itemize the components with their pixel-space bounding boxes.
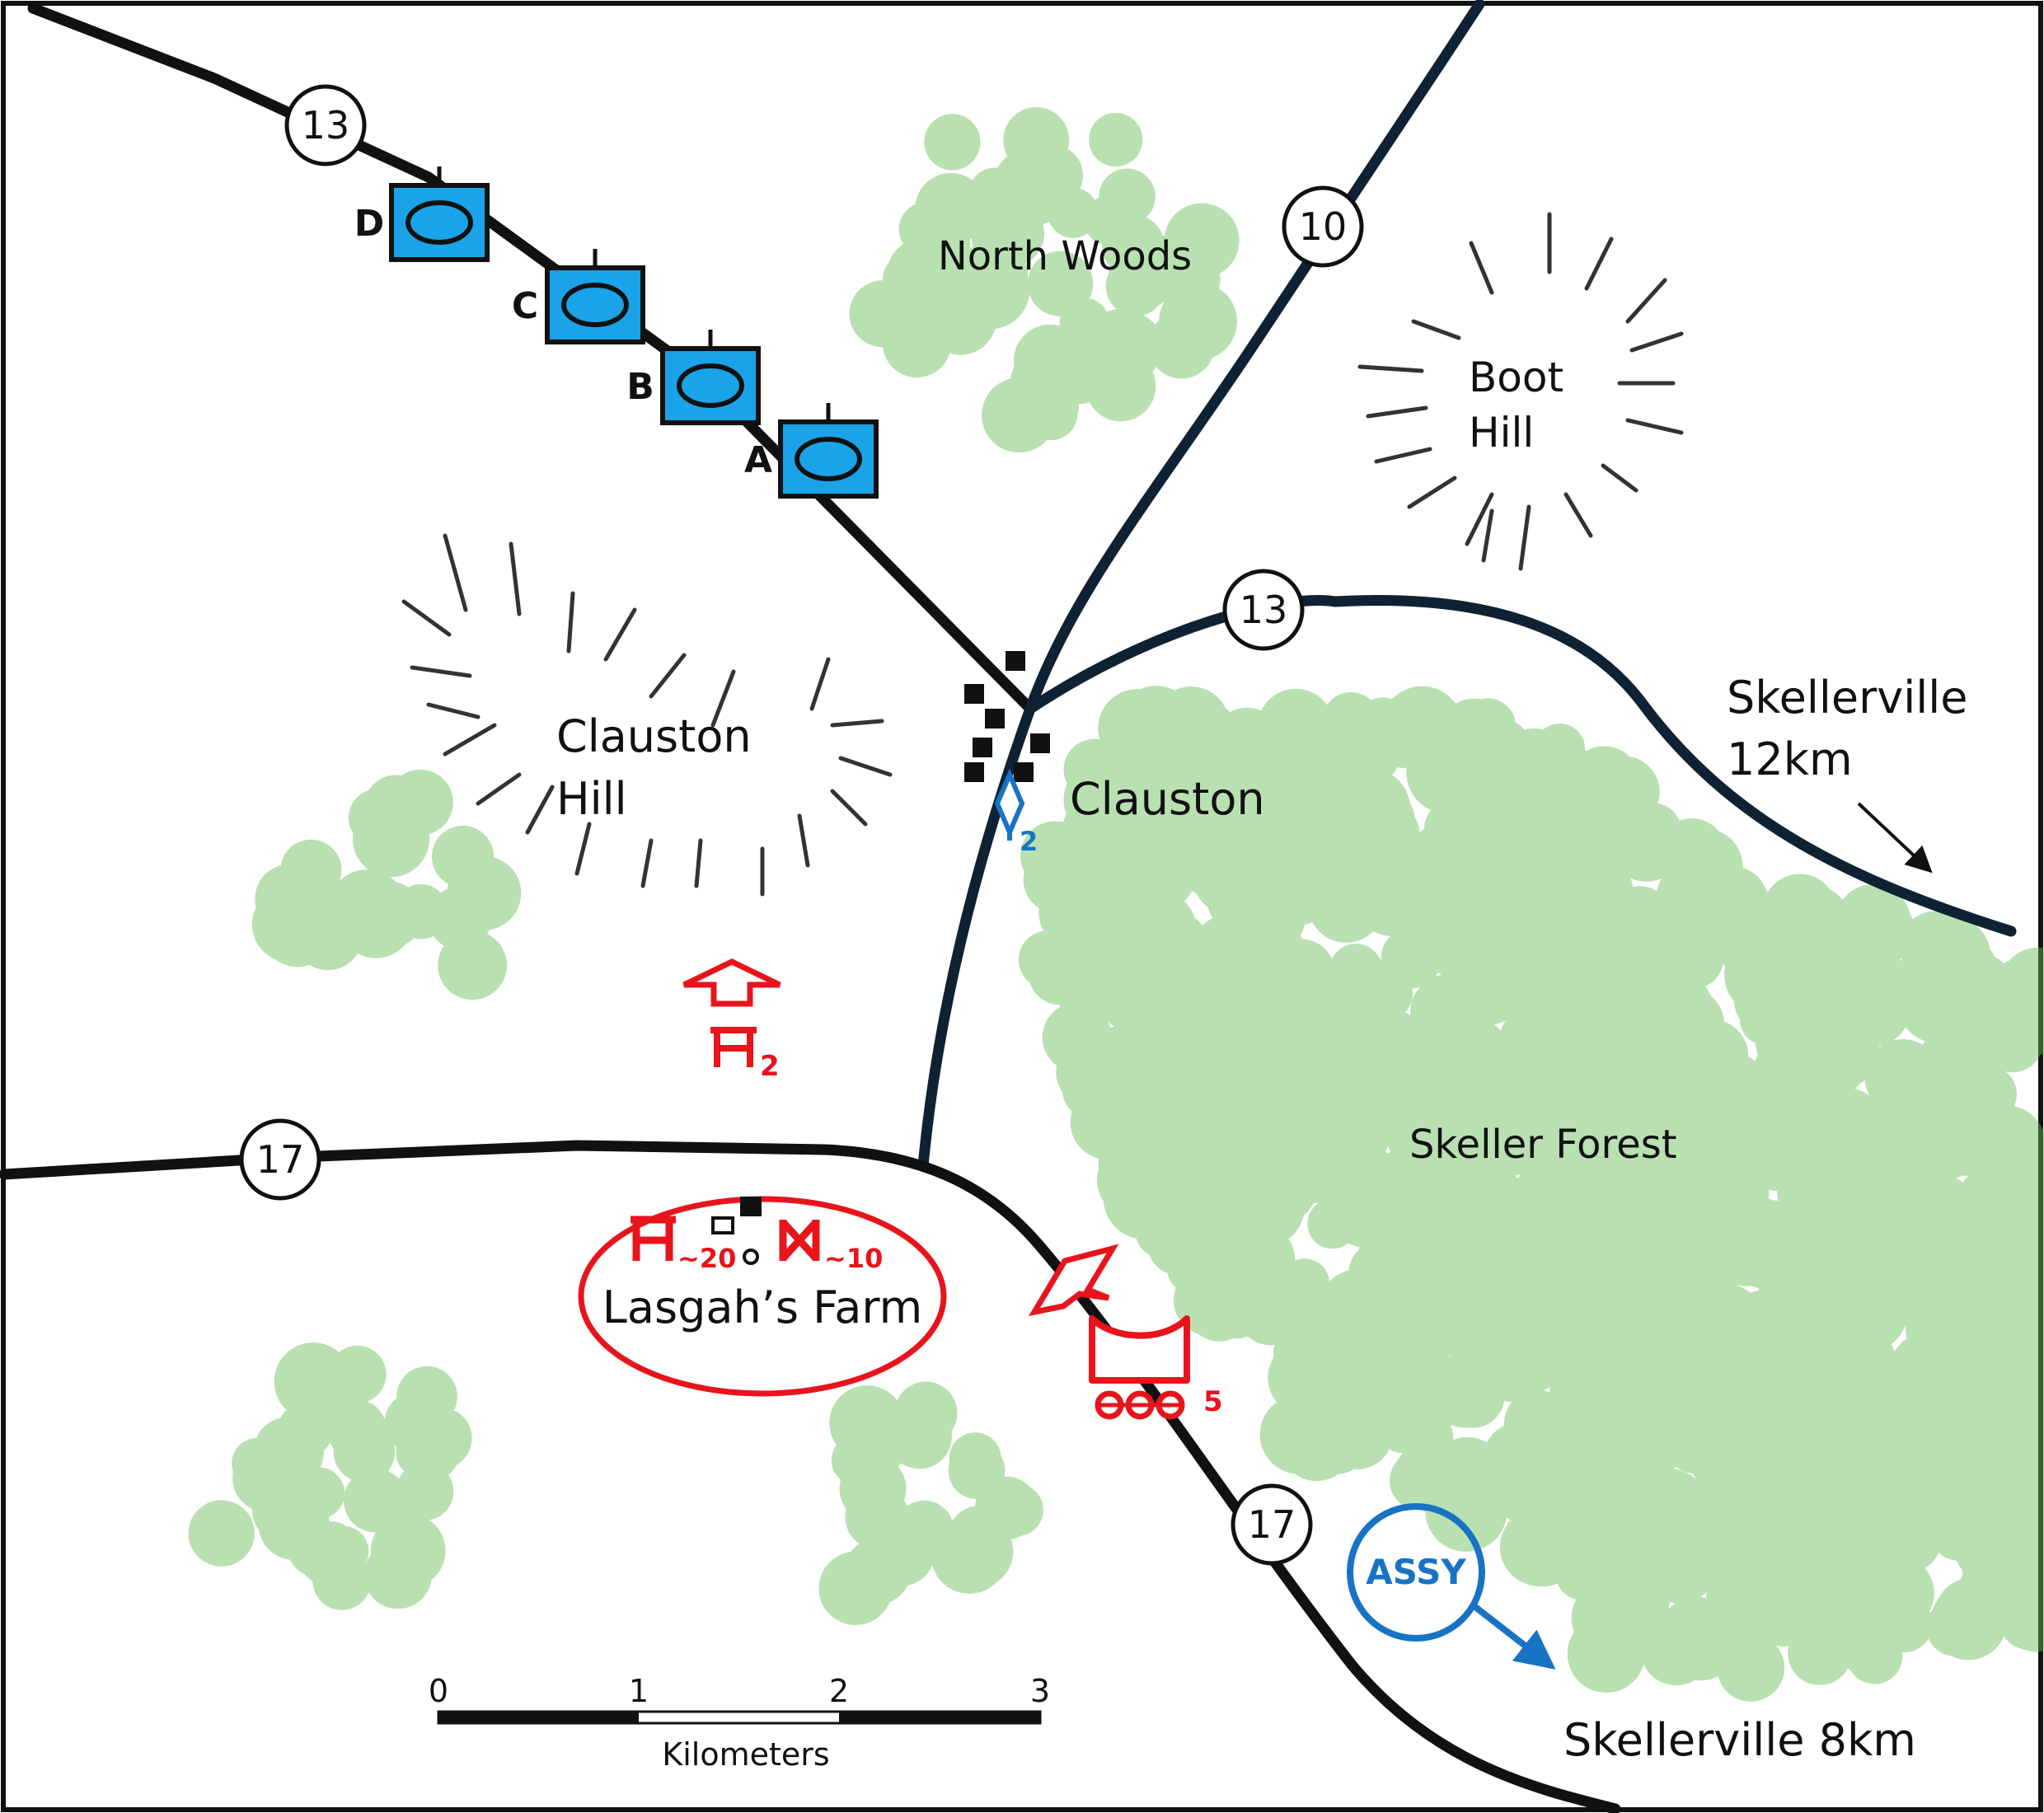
scale-tick-2: 2: [829, 1673, 849, 1709]
north-woods-icon: [849, 107, 1240, 453]
woods-layer: [188, 107, 2044, 1702]
enemy-weapon-farm-icon: [779, 1219, 820, 1262]
enemy-infantry-farm-icon: [631, 1216, 676, 1261]
route-17-west-number: 17: [256, 1137, 305, 1182]
friendly-company-label: A: [744, 439, 772, 481]
friendly-company-label: C: [512, 285, 538, 327]
farm-building-icon: [711, 1197, 762, 1265]
woods-west-icon: [251, 769, 522, 1000]
route-17-west-shield: 17: [239, 1118, 321, 1201]
scale-tick-0: 0: [429, 1673, 448, 1709]
friendly-units: D C B A: [354, 166, 879, 499]
route-13-west-number: 13: [302, 103, 350, 148]
friendly-company-b[interactable]: B: [626, 330, 761, 425]
route-13-east-shield: 13: [1222, 569, 1305, 651]
route-10-shield: 10: [1282, 185, 1364, 268]
lasgahs-farm-label: Lasgah’s Farm: [602, 1281, 922, 1333]
observation-post-size: 2: [1020, 826, 1038, 857]
enemy-recon-arrow-icon: [1028, 1244, 1119, 1316]
enemy-north-group-size: 2: [760, 1050, 780, 1083]
route-10-number: 10: [1299, 204, 1348, 249]
skeller-forest-icon: [1018, 686, 2044, 1702]
skellerville-ne-arrow: [1857, 802, 1933, 874]
route-17-south-shield: 17: [1231, 1483, 1313, 1566]
scale-unit-label: Kilometers: [662, 1736, 829, 1773]
route-17-south-number: 17: [1248, 1502, 1296, 1547]
lasgahs-farm-objective: ~20 ~10 Lasgah’s Farm: [578, 1196, 947, 1397]
clauston-town-icon: [964, 651, 1050, 782]
enemy-vehicle-count: 5: [1203, 1385, 1223, 1418]
friendly-company-label: D: [354, 203, 385, 245]
enemy-vehicle-icon: 5: [1089, 1315, 1223, 1420]
boot-hill-hachures: [1357, 212, 1684, 571]
route-13-west-shield: 13: [284, 84, 367, 166]
friendly-company-c[interactable]: C: [512, 249, 645, 344]
friendly-observation-post-icon: 2: [994, 768, 1038, 857]
boot-hill-label-line2: Hill: [1469, 409, 1534, 457]
clauston-hill-hachures: [401, 533, 893, 897]
enemy-farm-group-a-size: ~20: [677, 1243, 736, 1274]
scale-bar: 0 1 2 3 Kilometers: [429, 1673, 1050, 1773]
skellerville-south-label: Skellerville 8km: [1563, 1714, 1916, 1766]
friendly-company-label: B: [626, 366, 654, 408]
connector-road: [917, 703, 1036, 1172]
friendly-company-d[interactable]: D: [354, 166, 490, 262]
woods-south-icon: [818, 1381, 1043, 1626]
skellerville-ne-label-line2: 12km: [1727, 733, 1853, 785]
north-woods-label: North Woods: [938, 233, 1192, 279]
boot-hill-label-line1: Boot: [1469, 354, 1563, 401]
skeller-forest-label: Skeller Forest: [1409, 1122, 1677, 1168]
enemy-infantry-north-icon: [710, 1027, 757, 1067]
route-13-east-number: 13: [1240, 588, 1288, 632]
enemy-farm-group-b-size: ~10: [824, 1243, 883, 1274]
scale-tick-3: 3: [1030, 1673, 1050, 1709]
route-shields: 13 10 13 17 17: [239, 84, 1364, 1566]
route-17-road: [0, 1140, 1621, 1813]
assembly-area-icon: ASSY: [1347, 1503, 1556, 1670]
clauston-town-label: Clauston: [1070, 773, 1265, 825]
assembly-area-label: ASSY: [1366, 1552, 1466, 1592]
friendly-company-a[interactable]: A: [744, 403, 879, 499]
clauston-hill-label-line2: Hill: [556, 773, 627, 825]
enemy-north-group: 2: [682, 958, 781, 1083]
route-13-east-road: [1024, 595, 2017, 937]
scale-tick-1: 1: [629, 1673, 649, 1709]
woods-southwest-icon: [188, 1342, 472, 1610]
skellerville-ne-label-line1: Skellerville: [1727, 672, 1967, 724]
enemy-advance-arrow-icon: [682, 958, 781, 1007]
clauston-hill-label-line1: Clauston: [556, 710, 752, 762]
route-10-road: [1024, 0, 1485, 714]
